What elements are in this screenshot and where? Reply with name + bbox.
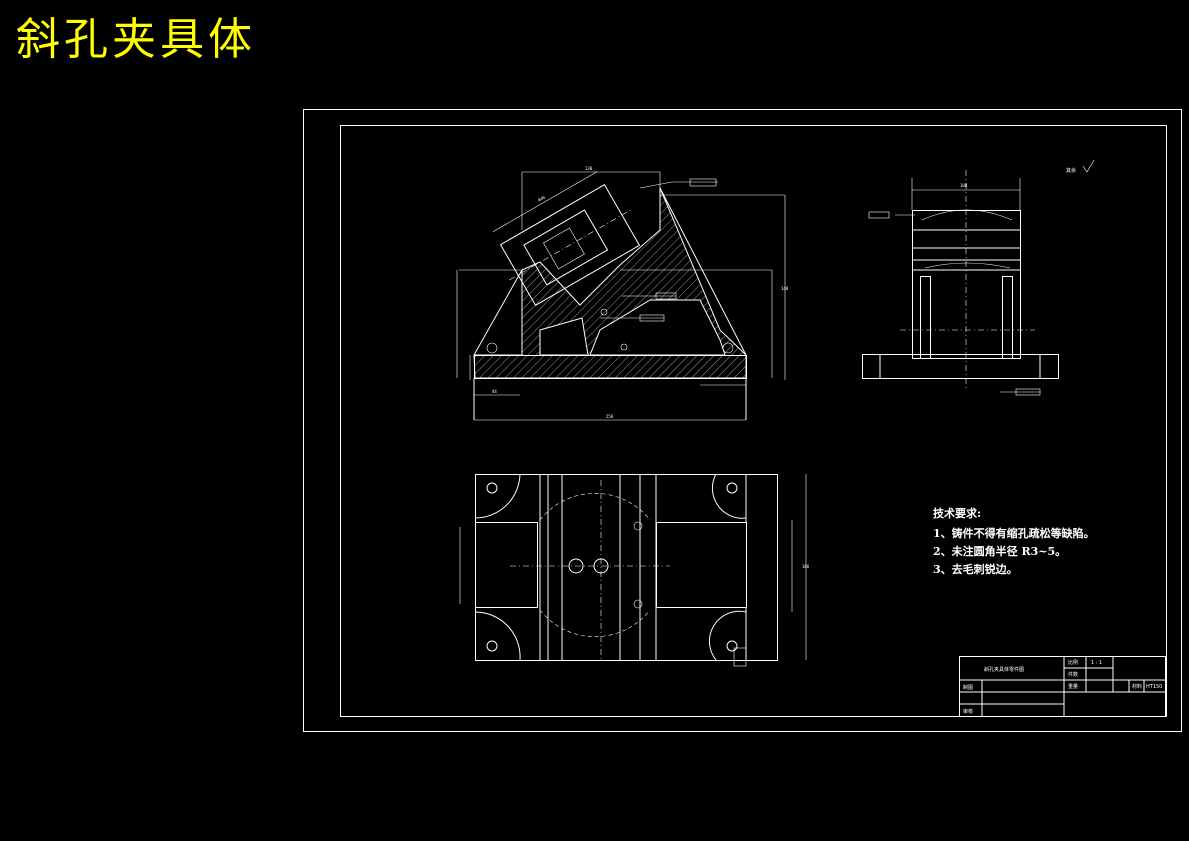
side-view: 108 其余 — [862, 159, 1095, 396]
svg-text:148: 148 — [781, 286, 789, 291]
qty-label: 件数 — [1068, 671, 1078, 678]
svg-text:Φ40: Φ40 — [537, 194, 546, 202]
inner-border — [340, 125, 1167, 717]
roughness-note: 其余 — [1066, 167, 1076, 174]
page-title: 斜孔夹具体 — [16, 14, 256, 65]
scale-value: 1 : 1 — [1091, 660, 1102, 666]
svg-text:44: 44 — [492, 389, 497, 394]
tech-requirements: 技术要求: 1、铸件不得有缩孔疏松等缺陷。 2、未注圆角半径 R3~5。 3、去… — [933, 506, 1095, 576]
svg-text:108: 108 — [960, 183, 968, 188]
outer-border — [303, 109, 1182, 732]
tech-requirement-3: 3、去毛刺锐边。 — [933, 562, 1018, 576]
tech-requirements-heading: 技术要求: — [933, 506, 981, 520]
designer-label: 制图 — [963, 684, 973, 691]
svg-text:256: 256 — [606, 414, 614, 419]
drawing-name: 斜孔夹具体零件图 — [984, 666, 1024, 673]
material-label: 材料 — [1132, 683, 1142, 690]
top-view: 186 — [459, 473, 810, 667]
tech-requirement-2: 2、未注圆角半径 R3~5。 — [933, 544, 1066, 558]
material-value: HT150 — [1146, 684, 1162, 690]
svg-text:138: 138 — [585, 166, 593, 171]
checker-label: 审核 — [963, 708, 973, 715]
front-view: Φ40 256 44 148 138 — [456, 166, 789, 421]
tech-requirement-1: 1、铸件不得有缩孔疏松等缺陷。 — [933, 526, 1095, 540]
scale-label: 比例 — [1068, 659, 1078, 666]
svg-text:186: 186 — [802, 564, 810, 569]
weight-label: 重量 — [1068, 683, 1078, 690]
title-block: 斜孔夹具体零件图 比例 1 : 1 件数 制图 重量 材料 HT150 审核 — [959, 656, 1166, 717]
